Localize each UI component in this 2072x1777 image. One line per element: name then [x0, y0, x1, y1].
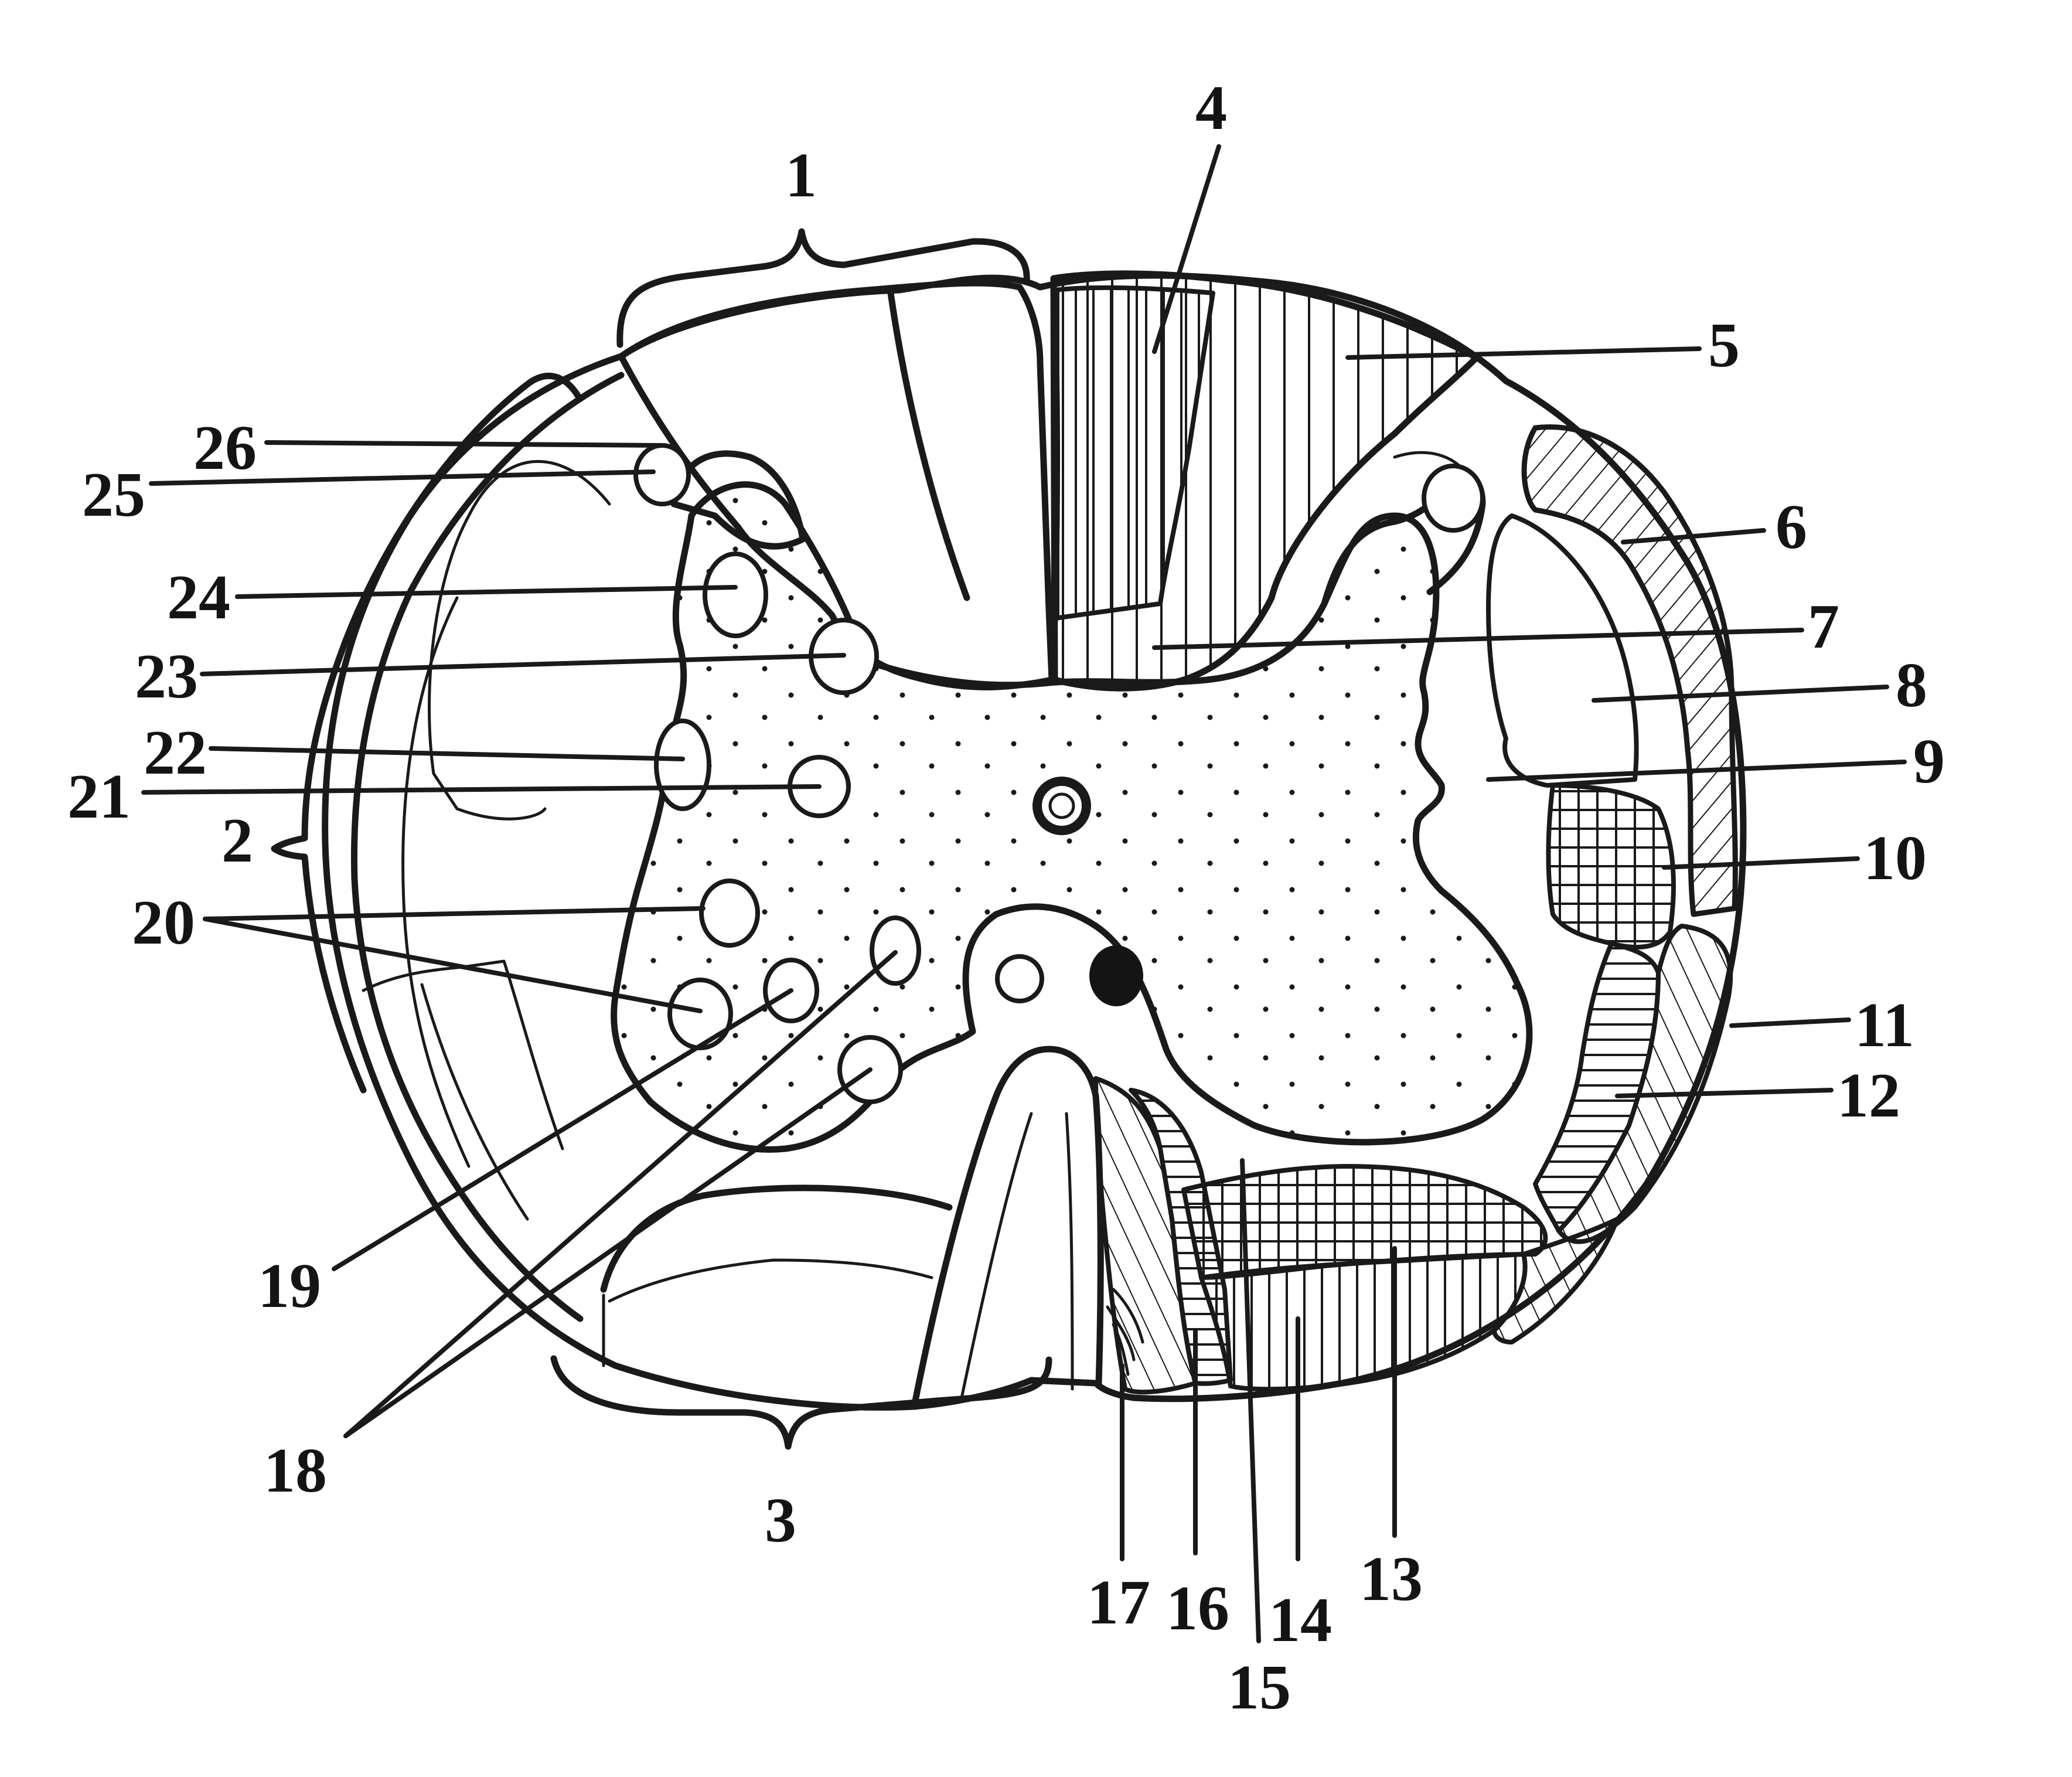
fasciculus-gracilis-right — [1052, 285, 1215, 621]
brace-ventral-funiculus — [550, 1355, 1052, 1450]
label-15: 15 — [1228, 1653, 1291, 1722]
lateral-tract-boundary-a — [401, 596, 471, 1168]
ventral-funiculus-left-outline — [600, 1184, 953, 1293]
label-22: 22 — [144, 718, 207, 788]
label-2: 2 — [221, 806, 253, 876]
label-18: 18 — [264, 1436, 327, 1506]
label-14: 14 — [1269, 1585, 1332, 1655]
ventral-vessel-filled — [1089, 945, 1143, 1006]
labels: 1 2 3 4 5 6 7 8 9 10 11 12 13 14 15 16 1… — [67, 73, 1945, 1722]
label-5: 5 — [1708, 311, 1740, 380]
nucleus-20a — [699, 879, 760, 948]
brace-lateral-funiculus — [271, 372, 582, 1094]
ventral-vessel-open — [995, 954, 1044, 1003]
central-canal — [1032, 777, 1091, 835]
label-8: 8 — [1896, 651, 1927, 720]
label-12: 12 — [1837, 1061, 1900, 1131]
label-9: 9 — [1913, 727, 1945, 796]
substantia-gelatinosa-left — [670, 450, 806, 550]
label-20: 20 — [132, 888, 195, 958]
rubrospinal-tract — [1546, 783, 1676, 949]
pia-inner-lateral-line — [350, 372, 625, 1322]
brace-dorsal-funiculus — [616, 228, 1030, 348]
lateral-tract-boundary-b — [428, 460, 611, 821]
label-19: 19 — [258, 1251, 321, 1321]
label-23: 23 — [135, 642, 198, 712]
dorsal-intermediate-septum-left — [887, 290, 970, 601]
label-26: 26 — [193, 413, 257, 483]
ventral-median-fissure — [911, 1046, 1104, 1410]
dorsolateral-nucleus-left — [633, 443, 691, 506]
nucleus-20b — [667, 978, 733, 1050]
label-3: 3 — [765, 1486, 796, 1555]
posterior-spinocerebellar-tract — [1521, 424, 1738, 917]
label-24: 24 — [167, 563, 230, 632]
ventral-spinothalamic-tract — [1492, 1217, 1620, 1344]
label-17: 17 — [1087, 1568, 1150, 1638]
label-10: 10 — [1863, 823, 1927, 893]
label-16: 16 — [1166, 1574, 1229, 1643]
central-canal-inner — [1048, 792, 1075, 819]
label-6: 6 — [1775, 492, 1807, 562]
lateral-corticospinal-tract — [1486, 513, 1639, 788]
label-13: 13 — [1359, 1544, 1423, 1614]
ventral-root-fibers — [1106, 1288, 1144, 1376]
label-11: 11 — [1855, 990, 1914, 1060]
label-21: 21 — [67, 762, 131, 832]
lateral-tract-boundary-c — [362, 959, 564, 1150]
ventral-fissure-inner-b — [1065, 1112, 1074, 1391]
ventral-fissure-inner — [959, 1112, 1033, 1402]
lateral-tract-boundary-d — [420, 983, 529, 1221]
ventral-funiculus-left-inner — [602, 1258, 933, 1367]
dorsolateral-nucleus-right — [1422, 464, 1485, 533]
label-25: 25 — [82, 460, 145, 530]
label-1: 1 — [785, 141, 817, 210]
nucleus-24 — [703, 552, 768, 638]
label-7: 7 — [1808, 592, 1839, 662]
label-4: 4 — [1195, 73, 1227, 143]
leader-lines — [141, 144, 1907, 1643]
nucleus-22 — [654, 719, 711, 811]
